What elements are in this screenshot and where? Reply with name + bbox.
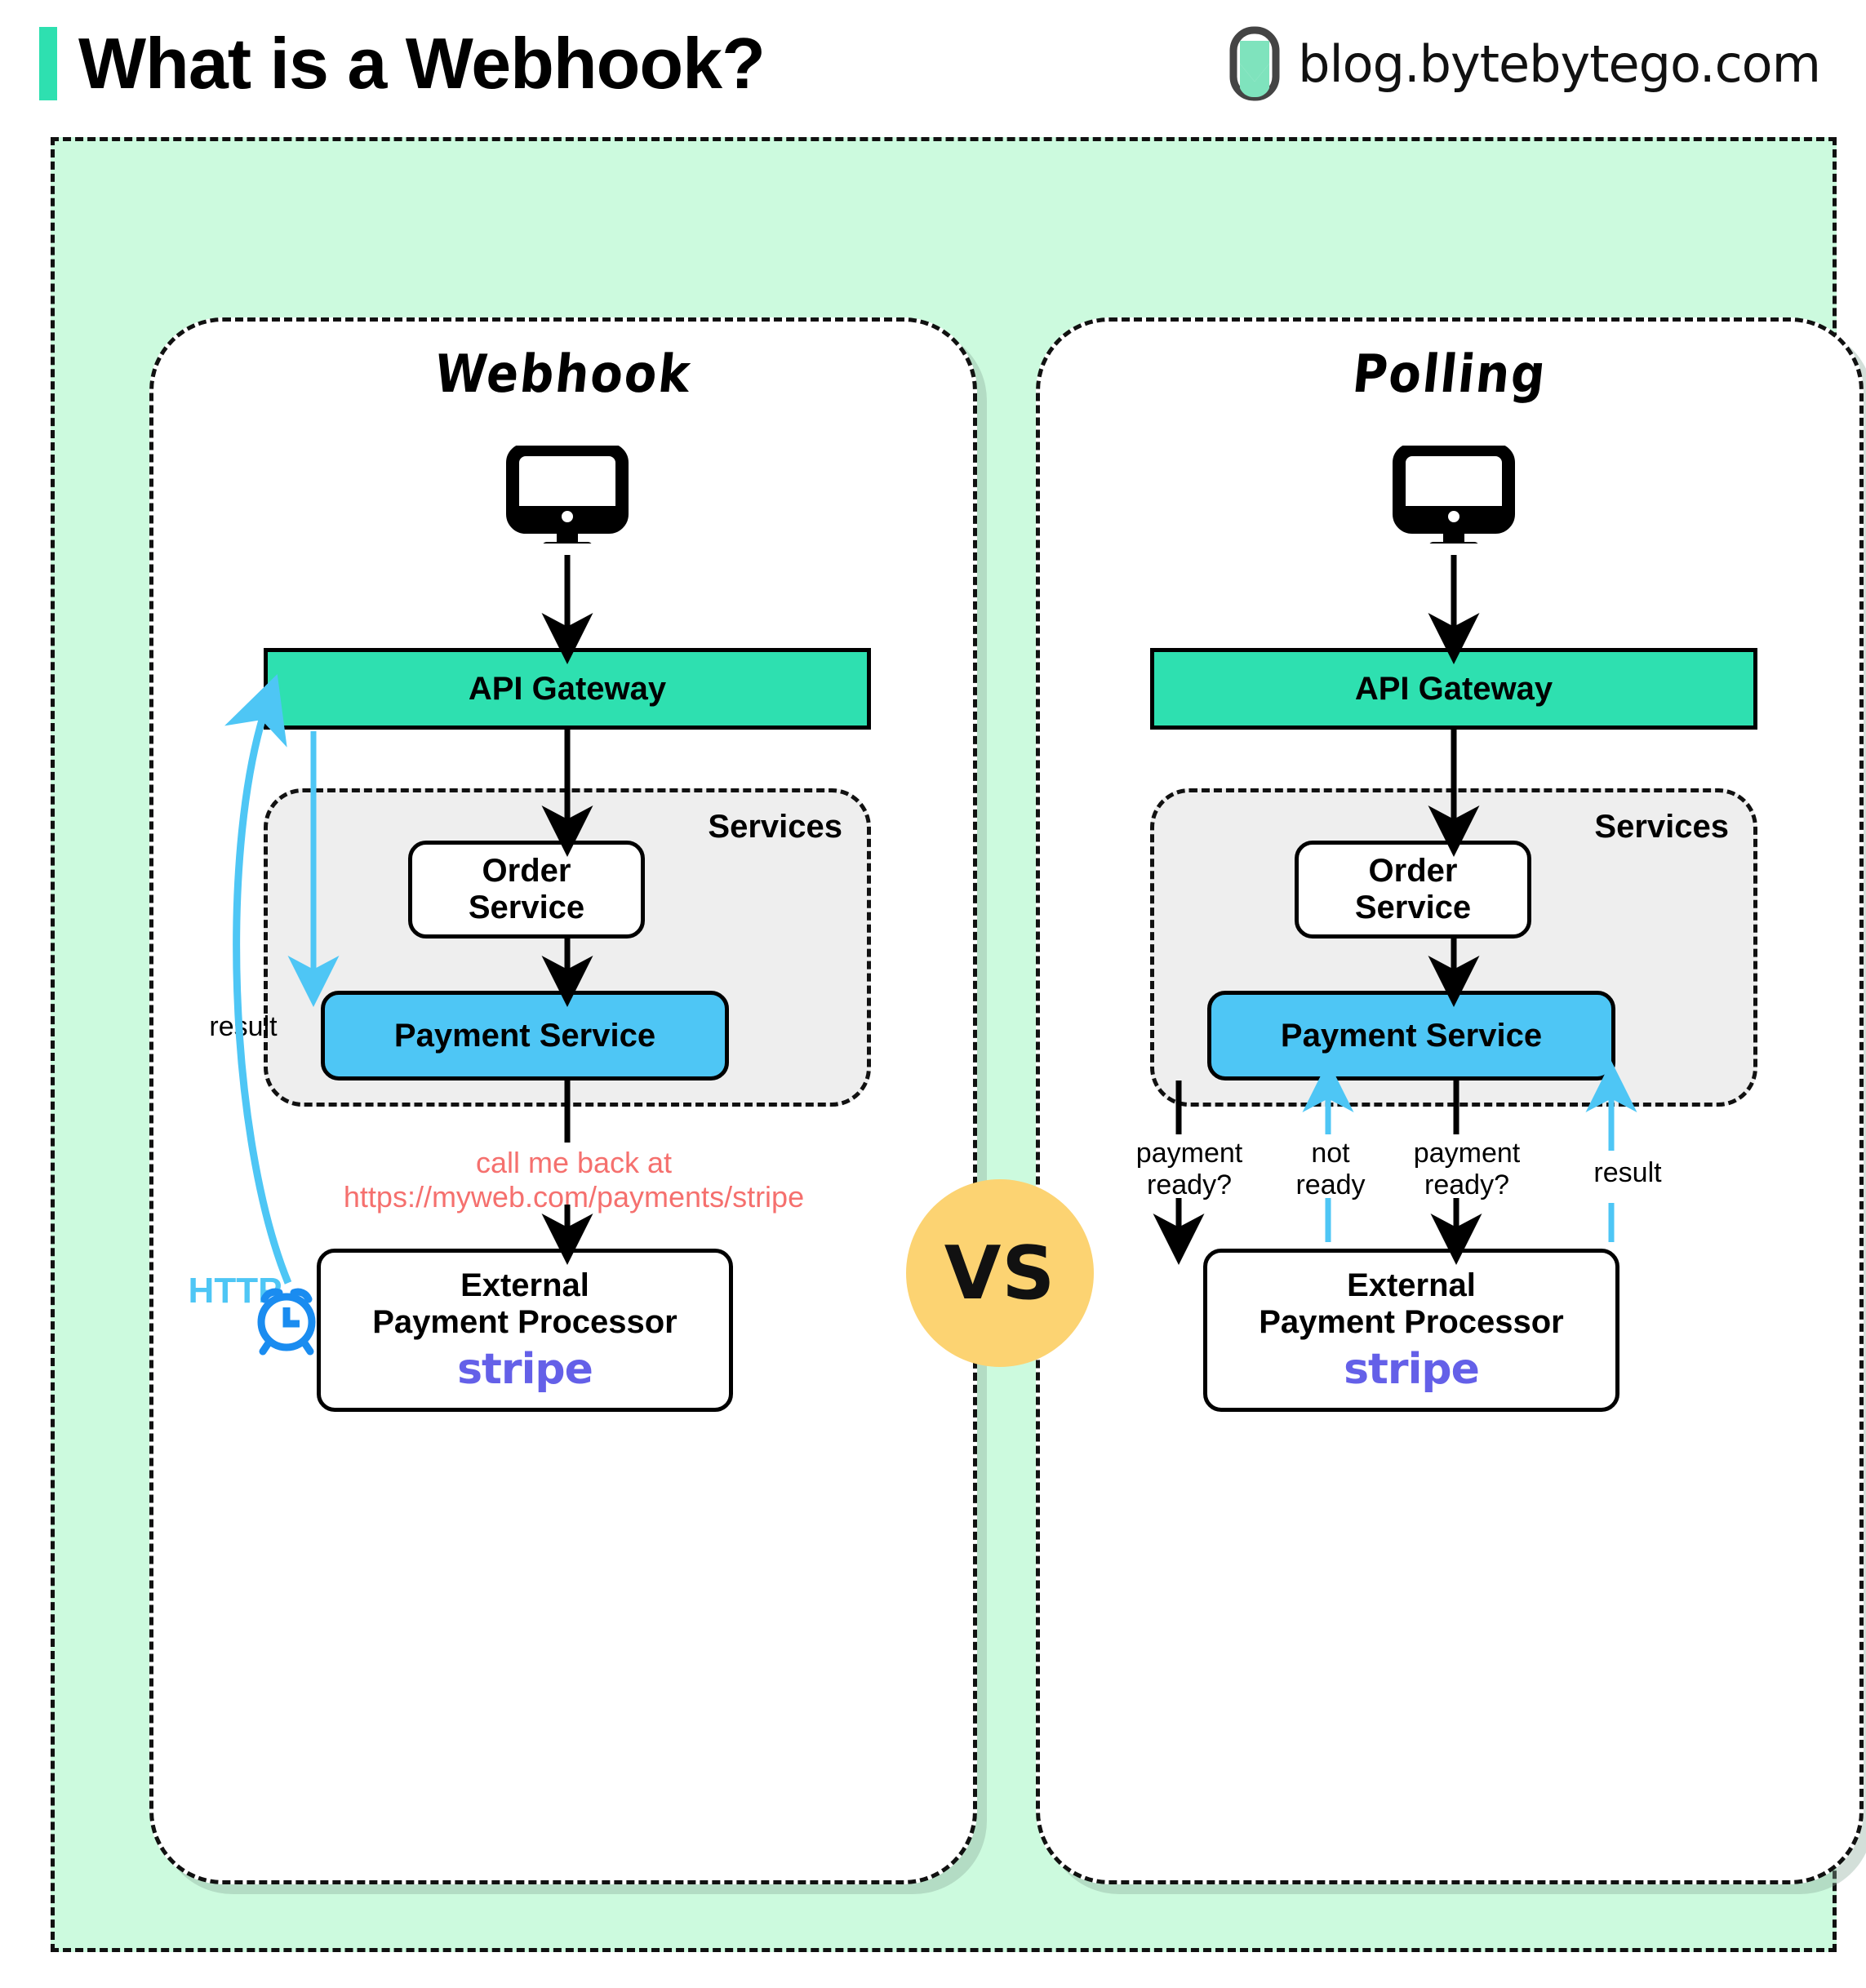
page-title: What is a Webhook?: [78, 23, 766, 104]
page-header: What is a Webhook? blog.bytebytego.com: [0, 0, 1866, 137]
panel-polling-title: Polling: [1349, 344, 1550, 405]
poll-answer-1-label: not ready: [1265, 1138, 1396, 1202]
panel-polling: Polling API Gateway Services Order Servi…: [1036, 317, 1864, 1884]
poll-query-2-label: payment ready?: [1381, 1138, 1553, 1202]
brand-text: blog.bytebytego.com: [1298, 33, 1821, 94]
callback-label-line2: https://myweb.com/payments/stripe: [343, 1179, 805, 1214]
stripe-logo: stripe: [1344, 1344, 1480, 1394]
order-service-label-2: Service: [1354, 890, 1472, 925]
external-processor-label-2: Payment Processor: [372, 1303, 678, 1340]
services-group-label: Services: [1594, 809, 1729, 845]
bytebytego-logo-icon: [1229, 26, 1280, 101]
panel-webhook-title: Webhook: [432, 344, 695, 405]
order-service-label-1: Order: [482, 853, 571, 890]
poll-query-2-line1: payment: [1413, 1138, 1521, 1169]
stripe-logo: stripe: [457, 1344, 593, 1394]
monitor-icon: [506, 443, 629, 553]
api-gateway-box[interactable]: API Gateway: [1150, 648, 1757, 730]
diagram-outer-container: Webhook API Gateway Services Order Servi…: [51, 137, 1864, 1952]
alarm-clock-icon: [250, 1275, 323, 1356]
order-service-box[interactable]: Order Service: [1295, 841, 1531, 939]
external-payment-processor-box[interactable]: External Payment Processor stripe: [317, 1249, 733, 1412]
callback-label-line1: call me back at: [475, 1146, 673, 1179]
order-service-box[interactable]: Order Service: [408, 841, 645, 939]
api-gateway-box[interactable]: API Gateway: [264, 648, 871, 730]
poll-answer-1-line1: not: [1311, 1138, 1350, 1169]
order-service-label-1: Order: [1368, 853, 1458, 890]
external-payment-processor-box[interactable]: External Payment Processor stripe: [1203, 1249, 1619, 1412]
brand-block: blog.bytebytego.com: [1229, 24, 1821, 103]
external-processor-label-2: Payment Processor: [1259, 1303, 1564, 1340]
services-group-label: Services: [708, 809, 842, 845]
poll-query-1-line1: payment: [1135, 1138, 1243, 1169]
payment-service-box[interactable]: Payment Service: [321, 991, 729, 1081]
external-processor-label-1: External: [460, 1267, 589, 1304]
poll-query-1-label: payment ready?: [1104, 1138, 1275, 1202]
payment-service-box[interactable]: Payment Service: [1207, 991, 1615, 1081]
poll-result-label: result: [1593, 1157, 1662, 1188]
poll-answer-1-line2: ready: [1295, 1169, 1366, 1201]
poll-query-1-line2: ready?: [1147, 1169, 1232, 1201]
poll-query-2-line2: ready?: [1424, 1169, 1509, 1201]
monitor-icon: [1393, 443, 1515, 553]
panel-webhook: Webhook API Gateway Services Order Servi…: [149, 317, 977, 1884]
callback-label: call me back at https://myweb.com/paymen…: [219, 1146, 929, 1214]
vs-badge: VS: [906, 1179, 1094, 1367]
result-label: result: [209, 1011, 278, 1042]
order-service-label-2: Service: [468, 890, 585, 925]
external-processor-label-1: External: [1347, 1267, 1476, 1304]
title-accent-bar: [39, 27, 57, 100]
